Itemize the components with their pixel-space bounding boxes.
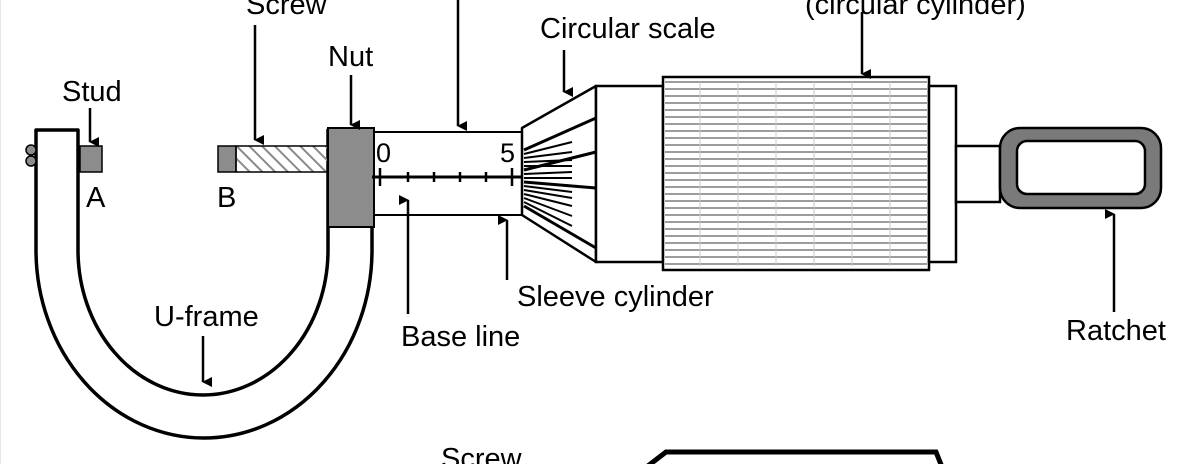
main-scale-start: 0 (376, 138, 391, 168)
main-scale-end: 5 (500, 138, 515, 168)
label-stud: Stud (62, 76, 122, 108)
label-screw: Screw (246, 0, 328, 21)
u-frame (34, 128, 374, 440)
label-point-a: A (86, 182, 106, 214)
label-point-b: B (217, 182, 236, 214)
label-base-line: Base line (401, 321, 520, 353)
thimble-knurling (665, 81, 927, 266)
label-u-frame: U-frame (154, 301, 259, 333)
label-ratchet: Ratchet (1066, 315, 1166, 347)
ratchet-stem (954, 144, 1002, 204)
label-arrows (88, 0, 1116, 387)
screw-spindle (235, 145, 331, 173)
frame-knob-lower (25, 155, 37, 167)
frame-knob-upper (25, 144, 37, 156)
thimble-collar (594, 84, 665, 264)
nut (327, 127, 375, 228)
label-nut: Nut (328, 41, 373, 73)
circular-scale-ticks (523, 116, 597, 250)
ratchet-knob-inner (1015, 139, 1147, 196)
label-screw-lower: Screw (441, 443, 523, 464)
stud-anvil (79, 145, 103, 173)
second-diagram-partial: Screw (441, 443, 944, 464)
main-scale-ticks (378, 168, 514, 186)
label-circular-cylinder: (circular cylinder) (805, 0, 1026, 21)
spindle-face (217, 145, 237, 173)
label-sleeve-cylinder: Sleeve cylinder (517, 281, 714, 313)
thimble-back-collar (927, 84, 958, 264)
lower-thimble-outline (646, 449, 944, 464)
label-circular-scale: Circular scale (540, 13, 716, 45)
